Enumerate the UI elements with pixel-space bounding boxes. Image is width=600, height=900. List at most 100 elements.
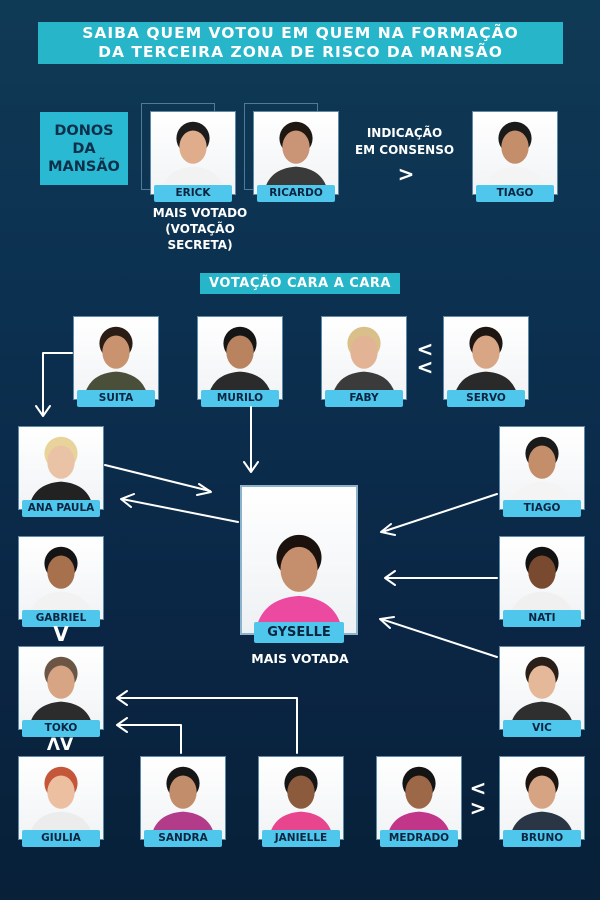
label-giulia: GIULIA: [22, 830, 100, 847]
person-silhouette-icon: [509, 766, 575, 839]
indication-chevron-icon: >: [397, 162, 415, 186]
arrow-tiago-to-gyselle-head: [380, 523, 396, 536]
label-murilo: MURILO: [201, 390, 279, 407]
photo-medrado: [376, 756, 462, 840]
indication-line-2: EM CONSENSO: [354, 143, 455, 157]
label-gyselle: GYSELLE: [254, 622, 344, 643]
arrow-sandra-to-toko-head: [116, 717, 128, 733]
arrow-gyselle-to-ana-paula-head: [120, 493, 135, 508]
person-silhouette-icon: [509, 546, 575, 619]
photo-tiago-indicated: [472, 111, 558, 195]
card-medrado: MEDRADO: [376, 756, 462, 847]
card-tiago: TIAGO: [499, 426, 585, 517]
card-nati: NATI: [499, 536, 585, 627]
indication-line-1: INDICAÇÃO: [366, 126, 443, 140]
card-erick: ERICK: [150, 111, 236, 202]
arrow-nati-to-gyselle-head: [384, 570, 396, 586]
owners-line-1: DONOS: [54, 122, 114, 139]
photo-ricardo: [253, 111, 339, 195]
most-voted-center-caption: MAIS VOTADA: [251, 651, 349, 666]
label-vic: VIC: [503, 720, 581, 737]
owners-line-2: DA: [72, 140, 96, 157]
label-janielle: JANIELLE: [262, 830, 340, 847]
label-servo: SERVO: [447, 390, 525, 407]
card-sandra: SANDRA: [140, 756, 226, 847]
card-faby: FABY: [321, 316, 407, 407]
arrow-janielle-to-toko-head: [116, 690, 128, 706]
title-line-1: SAIBA QUEM VOTOU EM QUEM NA FORMAÇÃO: [82, 24, 519, 42]
label-suita: SUITA: [77, 390, 155, 407]
photo-faby: [321, 316, 407, 400]
card-giulia: GIULIA: [18, 756, 104, 847]
arrow-suita-to-ana-paula: [42, 352, 73, 415]
photo-erick: [150, 111, 236, 195]
giulia-toko-chevron-icon: ΛV: [46, 735, 74, 755]
arrow-gyselle-to-ana-paula: [121, 498, 239, 523]
person-silhouette-icon: [28, 546, 94, 619]
label-nati: NATI: [503, 610, 581, 627]
person-silhouette-icon: [255, 534, 343, 633]
arrow-murilo-to-gyselle-head: [243, 461, 259, 473]
gabriel-toko-chevron-icon: V: [53, 622, 69, 646]
label-ricardo: RICARDO: [257, 185, 335, 202]
card-bruno: BRUNO: [499, 756, 585, 847]
card-tiago-indicated: TIAGO: [472, 111, 558, 202]
person-silhouette-icon: [28, 436, 94, 509]
title-banner: SAIBA QUEM VOTOU EM QUEM NA FORMAÇÃO DA …: [38, 22, 563, 64]
arrow-ana-paula-to-gyselle: [104, 464, 211, 492]
photo-nati: [499, 536, 585, 620]
most-voted-line-2: (VOTAÇÃO SECRETA): [165, 222, 235, 252]
arrow-ana-paula-to-gyselle-head: [196, 483, 212, 496]
person-silhouette-icon: [160, 121, 226, 194]
person-silhouette-icon: [83, 326, 149, 399]
photo-sandra: [140, 756, 226, 840]
label-toko: TOKO: [22, 720, 100, 737]
arrow-vic-to-gyselle-head: [379, 616, 395, 629]
card-janielle: JANIELLE: [258, 756, 344, 847]
card-ana-paula: ANA PAULA: [18, 426, 104, 517]
arrow-tiago-to-gyselle: [381, 493, 498, 533]
person-silhouette-icon: [482, 121, 548, 194]
faby-servo-chevron-icon: <<: [416, 337, 434, 379]
person-silhouette-icon: [207, 326, 273, 399]
indication-caption: INDICAÇÃO EM CONSENSO: [352, 125, 457, 159]
card-servo: SERVO: [443, 316, 529, 407]
card-gabriel: GABRIEL: [18, 536, 104, 627]
arrow-sandra-to-toko: [117, 724, 182, 754]
person-silhouette-icon: [28, 766, 94, 839]
photo-giulia: [18, 756, 104, 840]
most-voted-line-1: MAIS VOTADO: [152, 206, 248, 220]
card-gyselle: GYSELLE: [240, 485, 358, 643]
person-silhouette-icon: [453, 326, 519, 399]
most-voted-caption: MAIS VOTADO (VOTAÇÃO SECRETA): [140, 205, 260, 253]
person-silhouette-icon: [509, 436, 575, 509]
photo-murilo: [197, 316, 283, 400]
card-suita: SUITA: [73, 316, 159, 407]
label-faby: FABY: [325, 390, 403, 407]
label-ana-paula: ANA PAULA: [22, 500, 100, 517]
photo-servo: [443, 316, 529, 400]
photo-vic: [499, 646, 585, 730]
label-sandra: SANDRA: [144, 830, 222, 847]
label-gabriel: GABRIEL: [22, 610, 100, 627]
section-title: VOTAÇÃO CARA A CARA: [200, 273, 400, 294]
label-medrado: MEDRADO: [380, 830, 458, 847]
owners-box: DONOS DA MANSÃO: [40, 112, 128, 185]
card-toko: TOKO: [18, 646, 104, 737]
person-silhouette-icon: [263, 121, 329, 194]
person-silhouette-icon: [331, 326, 397, 399]
person-silhouette-icon: [386, 766, 452, 839]
card-murilo: MURILO: [197, 316, 283, 407]
person-silhouette-icon: [28, 656, 94, 729]
photo-ana-paula: [18, 426, 104, 510]
photo-gabriel: [18, 536, 104, 620]
person-silhouette-icon: [150, 766, 216, 839]
card-ricardo: RICARDO: [253, 111, 339, 202]
person-silhouette-icon: [509, 656, 575, 729]
card-vic: VIC: [499, 646, 585, 737]
photo-tiago: [499, 426, 585, 510]
label-bruno: BRUNO: [503, 830, 581, 847]
title-line-2: DA TERCEIRA ZONA DE RISCO DA MANSÃO: [98, 43, 503, 61]
owners-line-3: MANSÃO: [48, 158, 120, 175]
label-tiago: TIAGO: [503, 500, 581, 517]
